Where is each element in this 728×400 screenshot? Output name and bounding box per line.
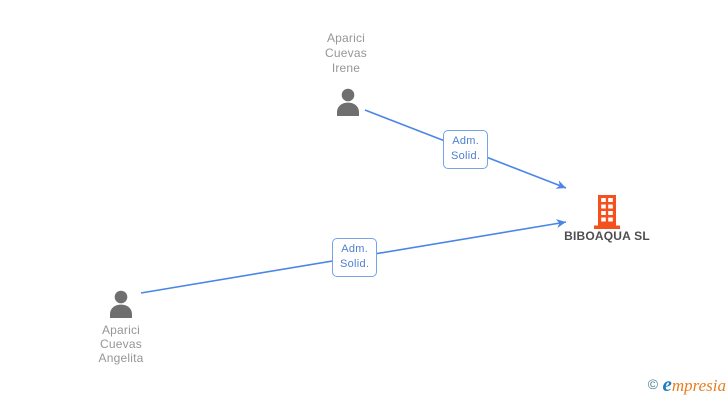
person-name-angelita[interactable]: Aparici Cuevas Angelita	[69, 323, 173, 365]
person-name-line: Aparici	[101, 323, 141, 337]
company-name-biboaqua[interactable]: BIBOAQUA SL	[564, 229, 650, 243]
person-icon[interactable]	[107, 290, 135, 318]
person-name-line: Angelita	[98, 351, 144, 365]
empresia-logo: empresia	[663, 372, 726, 396]
person-icon[interactable]	[334, 88, 362, 116]
person-name-irene[interactable]: Aparici Cuevas Irene	[294, 31, 398, 76]
empresia-watermark: © empresia	[648, 372, 726, 397]
edge-label-line: Adm.	[452, 135, 480, 147]
edge-label-line: Solid.	[451, 150, 481, 162]
logo-letter-e: e	[662, 372, 672, 396]
edge-label-adm-solid-2[interactable]: Adm. Solid.	[332, 238, 378, 277]
copyright-icon: ©	[647, 376, 659, 392]
person-name-line: Cuevas	[325, 46, 367, 60]
person-name-line: Irene	[331, 61, 361, 75]
building-icon[interactable]	[593, 195, 621, 229]
person-name-line: Aparici	[326, 31, 366, 45]
edge-label-adm-solid-1[interactable]: Adm. Solid.	[443, 130, 489, 169]
edge-label-line: Adm.	[341, 243, 369, 255]
edge-label-line: Solid.	[340, 258, 370, 270]
logo-text: mpresia	[671, 376, 726, 395]
person-name-line: Cuevas	[100, 337, 142, 351]
